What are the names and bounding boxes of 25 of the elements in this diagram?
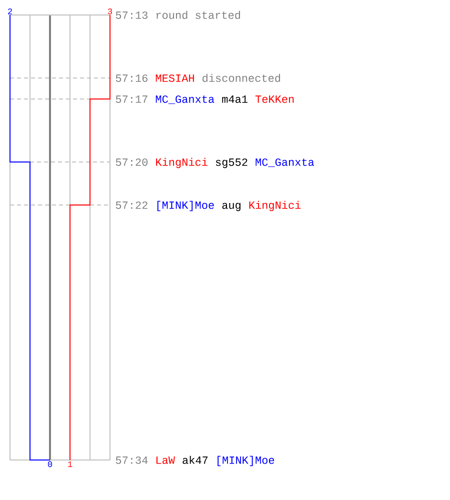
log-text: MESIAH xyxy=(156,74,194,82)
time-label: 57:13 xyxy=(116,11,148,19)
time-label: 57:22 xyxy=(116,201,148,209)
log-text: [MINK]Moe xyxy=(218,456,274,466)
log-text: MC_Ganxta xyxy=(256,158,314,167)
time-label: 57:16 xyxy=(116,74,148,82)
line-end-number: 2 xyxy=(8,8,12,14)
log-text: TeKKen xyxy=(255,96,294,103)
log-text: ak47 xyxy=(182,456,208,464)
time-label: 57:20 xyxy=(116,158,148,166)
time-label: 57:17 xyxy=(116,96,148,103)
log-text: aug xyxy=(222,202,240,212)
log-text: MC_Ganxta xyxy=(156,95,214,104)
line-end-number: 0 xyxy=(48,461,52,468)
log-text: disconnected xyxy=(202,74,280,82)
time-label: 57:34 xyxy=(116,456,148,464)
log-text: [MINK]Moe xyxy=(157,200,214,212)
log-text: LaW xyxy=(156,456,175,464)
log-text: m4a1 xyxy=(222,96,248,103)
log-text: round started xyxy=(156,10,240,19)
log-text: KingNici xyxy=(156,158,208,168)
log-text: KingNici xyxy=(249,200,301,212)
line-end-number: 3 xyxy=(108,8,112,14)
line-end-number: 1 xyxy=(68,461,72,467)
log-text: sg552 xyxy=(216,158,248,168)
